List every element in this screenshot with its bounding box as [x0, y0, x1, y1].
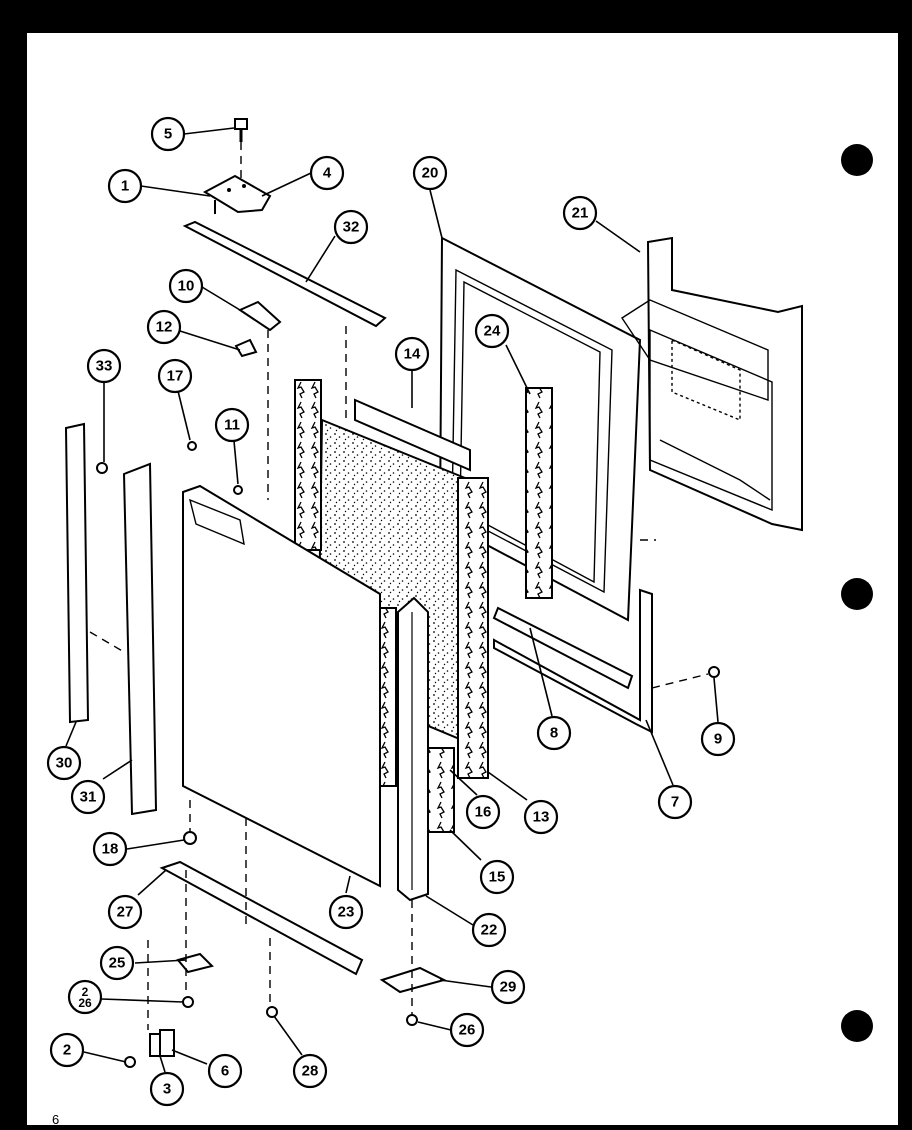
callout-26: 26 — [449, 1012, 485, 1048]
callout-5: 5 — [150, 116, 186, 152]
part-side-trim-31 — [122, 462, 158, 816]
svg-text:12: 12 — [156, 319, 173, 336]
part-screw-9 — [708, 666, 720, 678]
svg-text:2: 2 — [63, 1042, 71, 1059]
callout-14: 14 — [394, 336, 430, 372]
callout-22: 22 — [471, 912, 507, 948]
svg-text:23: 23 — [338, 904, 355, 921]
part-breaker-strip-left — [294, 379, 322, 551]
part-door-handle — [397, 596, 429, 902]
page-number: 6 — [52, 1112, 59, 1127]
svg-text:24: 24 — [484, 323, 501, 340]
svg-text:1: 1 — [121, 178, 129, 195]
part-top-hinge — [202, 174, 272, 214]
svg-text:25: 25 — [109, 955, 126, 972]
part-screw-18 — [183, 831, 197, 845]
callout-27: 27 — [107, 894, 143, 930]
part-door-liner — [621, 236, 803, 532]
svg-text:26: 26 — [459, 1022, 476, 1039]
svg-text:27: 27 — [117, 904, 134, 921]
callout-9: 9 — [700, 721, 736, 757]
svg-text:18: 18 — [102, 841, 119, 858]
binder-hole-bottom — [841, 1010, 873, 1042]
svg-text:9: 9 — [714, 731, 722, 748]
svg-text:22: 22 — [481, 922, 498, 939]
part-screw-top — [234, 118, 248, 142]
part-hinge-pin — [149, 1029, 175, 1057]
part-outer-door-panel — [182, 484, 381, 888]
part-side-breaker-right — [525, 387, 553, 599]
callout-3: 3 — [149, 1071, 185, 1107]
part-top-trim-strip — [182, 220, 387, 328]
part-breaker-strip-13 — [457, 477, 489, 779]
part-bottom-trim-7 — [493, 588, 653, 734]
callout-31: 31 — [70, 779, 106, 815]
svg-text:30: 30 — [56, 755, 73, 772]
part-screw-11 — [233, 485, 243, 495]
part-screw-26b — [406, 1014, 418, 1026]
svg-text:21: 21 — [572, 205, 589, 222]
callout-6: 6 — [207, 1053, 243, 1089]
callout-10: 10 — [168, 268, 204, 304]
callout-16: 16 — [465, 794, 501, 830]
callout-7: 7 — [657, 784, 693, 820]
svg-text:28: 28 — [302, 1063, 319, 1080]
svg-text:33: 33 — [96, 358, 113, 375]
svg-text:31: 31 — [80, 789, 97, 806]
callout-25: 25 — [99, 945, 135, 981]
callout-1: 1 — [107, 168, 143, 204]
part-screw-2 — [124, 1056, 136, 1068]
callout-4: 4 — [309, 155, 345, 191]
svg-text:13: 13 — [533, 809, 550, 826]
svg-text:4: 4 — [323, 165, 332, 182]
callout-2-26-overlap: 226 — [67, 979, 103, 1015]
part-bottom-trim-8 — [492, 606, 634, 690]
part-hinge-bracket — [234, 300, 282, 358]
svg-text:11: 11 — [224, 417, 240, 434]
svg-text:5: 5 — [164, 126, 172, 143]
svg-text:16: 16 — [475, 804, 492, 821]
part-screw-33 — [96, 462, 108, 474]
callout-11: 11 — [214, 407, 250, 443]
callout-8: 8 — [536, 715, 572, 751]
svg-text:29: 29 — [500, 979, 517, 996]
callout-21: 21 — [562, 195, 598, 231]
svg-text:15: 15 — [489, 869, 506, 886]
binder-hole-middle — [841, 578, 873, 610]
callout-29: 29 — [490, 969, 526, 1005]
callout-2: 2 — [49, 1032, 85, 1068]
svg-text:3: 3 — [163, 1081, 171, 1098]
part-screw-26a — [182, 996, 194, 1008]
callout-33: 33 — [86, 348, 122, 384]
callout-18: 18 — [92, 831, 128, 867]
svg-text:32: 32 — [343, 219, 360, 236]
callout-28: 28 — [292, 1053, 328, 1089]
svg-text:10: 10 — [178, 278, 195, 295]
svg-text:17: 17 — [167, 368, 184, 385]
part-screw-17 — [187, 441, 197, 451]
svg-text:7: 7 — [671, 794, 679, 811]
callout-23: 23 — [328, 894, 364, 930]
svg-text:14: 14 — [404, 346, 421, 363]
svg-text:2: 2 — [82, 985, 89, 999]
callout-17: 17 — [157, 358, 193, 394]
callout-13: 13 — [523, 799, 559, 835]
svg-text:26: 26 — [78, 996, 92, 1010]
part-bottom-hinge-bar — [159, 860, 364, 976]
part-side-trim-30 — [64, 422, 90, 724]
callout-15: 15 — [479, 859, 515, 895]
part-screw-28 — [266, 1006, 278, 1018]
svg-text:20: 20 — [422, 165, 439, 182]
callout-30: 30 — [46, 745, 82, 781]
callout-24: 24 — [474, 313, 510, 349]
svg-text:8: 8 — [550, 725, 558, 742]
binder-hole-top — [841, 144, 873, 176]
svg-text:6: 6 — [221, 1063, 229, 1080]
callout-12: 12 — [146, 309, 182, 345]
callout-32: 32 — [333, 209, 369, 245]
leader-lines — [65, 127, 719, 1073]
callout-20: 20 — [412, 155, 448, 191]
